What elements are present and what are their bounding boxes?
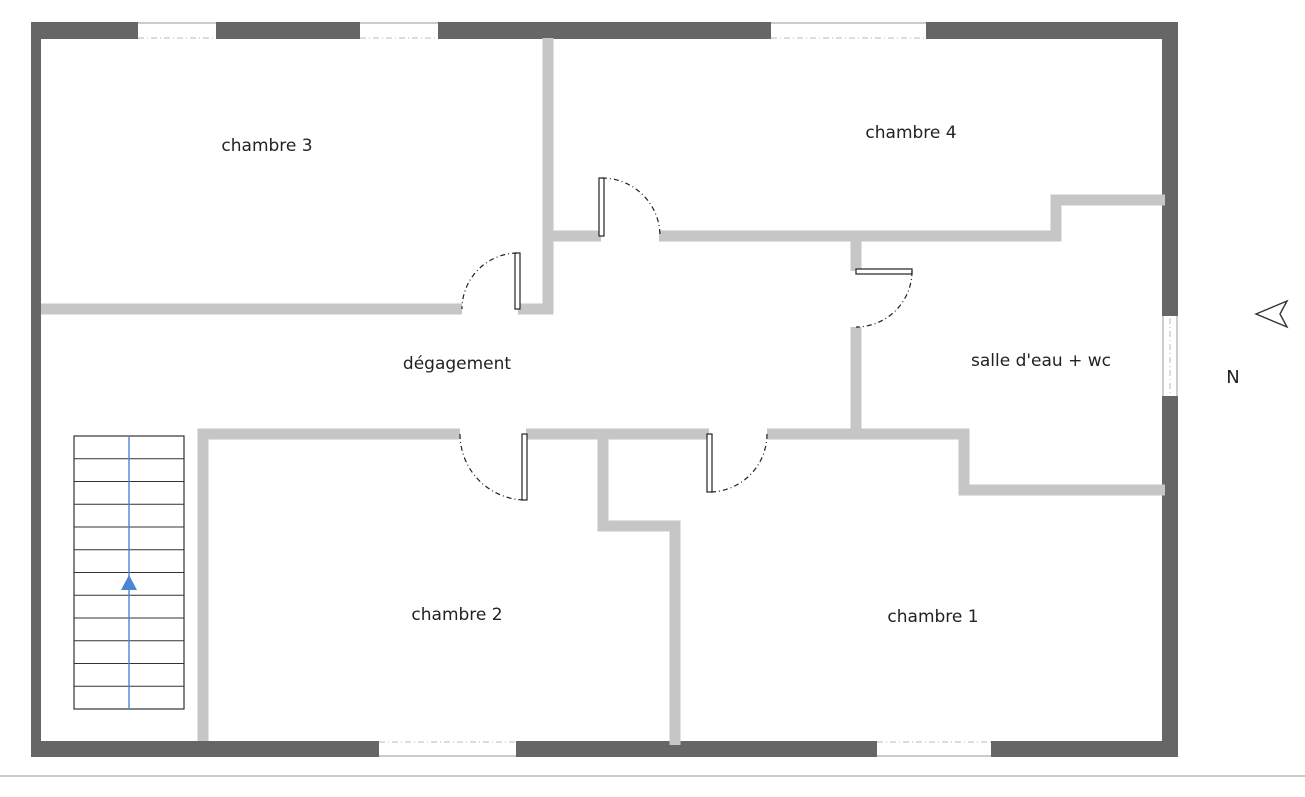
room-label-salle-eau: salle d'eau + wc [971, 351, 1111, 371]
north-arrow-icon [1254, 299, 1289, 329]
exterior-wall-top-3 [438, 22, 771, 39]
door-chambre1 [706, 433, 713, 493]
door-swing-chambre4 [601, 177, 661, 237]
door-salle-eau [855, 268, 913, 275]
door-swing-chambre2 [459, 433, 525, 501]
exterior-walls [31, 22, 1178, 757]
exterior-wall-top-4 [926, 22, 1178, 39]
exterior-wall-bottom-3 [991, 741, 1178, 757]
interior-walls [41, 38, 1165, 745]
window-top-3 [771, 22, 926, 39]
room-label-chambre1: chambre 1 [887, 607, 978, 627]
door-chambre2 [521, 433, 528, 501]
exterior-wall-right-1 [1162, 22, 1178, 316]
room-label-chambre2: chambre 2 [411, 605, 502, 625]
wall-chambre2-east [597, 434, 681, 745]
window-bottom-1 [379, 741, 516, 757]
window-bottom-2 [877, 741, 991, 757]
door-chambre3 [514, 252, 521, 310]
door-swing-salle-eau [855, 270, 913, 328]
room-label-chambre3: chambre 3 [221, 136, 312, 156]
wall-chambre4-south [548, 194, 1165, 242]
exterior-wall-top-2 [216, 22, 360, 39]
staircase [73, 435, 185, 710]
wall-chambre3-south [41, 38, 554, 315]
door-swing-chambre3 [461, 252, 518, 310]
door-chambre4 [598, 177, 605, 237]
exterior-wall-right-2 [1162, 396, 1178, 757]
north-indicator: N [1226, 299, 1289, 388]
window-top-2 [360, 22, 438, 39]
room-label-chambre4: chambre 4 [865, 123, 956, 143]
exterior-wall-left [31, 22, 41, 757]
door-swing-chambre1 [709, 433, 768, 493]
north-label: N [1226, 367, 1239, 388]
window-top-1 [138, 22, 216, 39]
room-label-degagement: dégagement [403, 354, 512, 374]
window-right [1162, 316, 1178, 396]
windows [138, 22, 1178, 757]
exterior-wall-bottom-1 [31, 741, 379, 757]
exterior-wall-bottom-2 [516, 741, 877, 757]
stair-up-arrow-icon [121, 575, 137, 590]
wall-degagement-south [197, 428, 1165, 741]
exterior-wall-top-1 [31, 22, 138, 39]
doors [459, 177, 913, 501]
